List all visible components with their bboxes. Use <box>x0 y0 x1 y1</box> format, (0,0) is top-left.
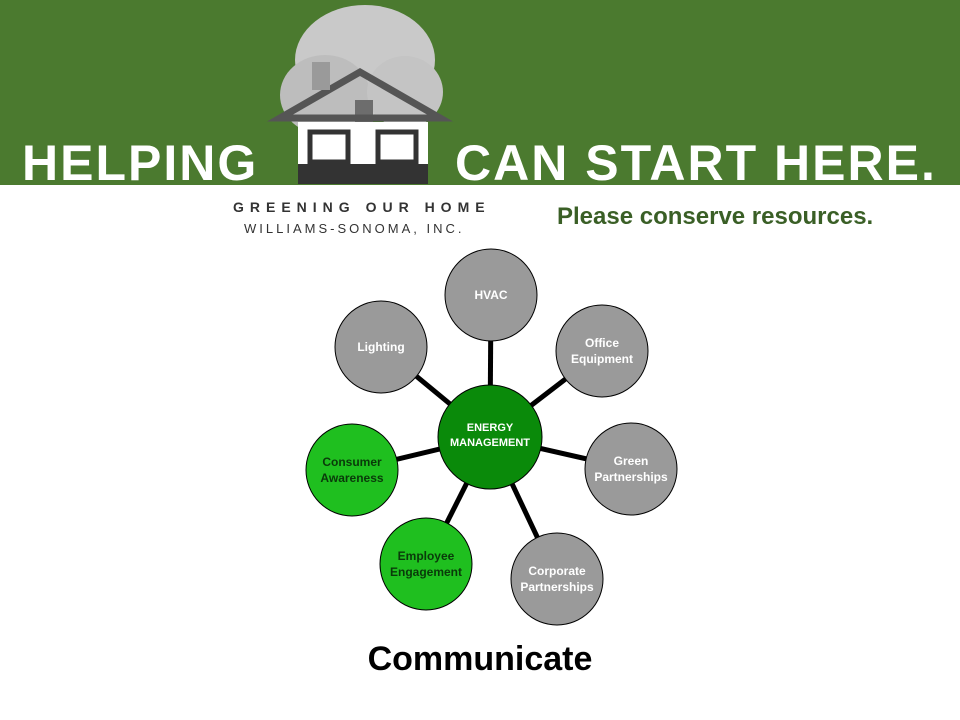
node-label-office-equipment: Equipment <box>571 352 633 366</box>
company-name: WILLIAMS-SONOMA, INC. <box>244 221 464 236</box>
center-label-line1: ENERGY <box>467 422 514 434</box>
node-label-corporate-partnerships: Corporate <box>528 564 586 578</box>
greening-our-home-banner: HELPING CAN START HERE. GREENING OUR HOM… <box>0 0 960 245</box>
node-label-employee-engagement: Engagement <box>390 565 462 579</box>
node-label-green-partnerships: Partnerships <box>594 470 668 484</box>
slide-title: Communicate <box>367 640 593 678</box>
headline-left: HELPING <box>22 135 258 191</box>
energy-management-diagram: HVACOfficeEquipmentGreenPartnershipsCorp… <box>305 248 678 626</box>
center-label-line2: MANAGEMENT <box>450 437 530 449</box>
program-name: GREENING OUR HOME <box>233 199 491 215</box>
tree-house-logo <box>266 5 454 184</box>
node-label-consumer-awareness: Consumer <box>322 455 382 469</box>
node-label-office-equipment: Office <box>585 336 619 350</box>
node-label-hvac: HVAC <box>474 288 507 302</box>
node-label-consumer-awareness: Awareness <box>320 471 383 485</box>
node-label-green-partnerships: Green <box>614 454 649 468</box>
center-node: ENERGY MANAGEMENT <box>437 384 543 490</box>
node-label-corporate-partnerships: Partnerships <box>520 580 594 594</box>
node-label-employee-engagement: Employee <box>398 549 455 563</box>
tagline: Please conserve resources. <box>557 203 873 230</box>
node-label-lighting: Lighting <box>357 340 404 354</box>
banner-green-band <box>0 0 960 185</box>
headline-right: CAN START HERE. <box>455 135 937 191</box>
node-hvac: HVAC <box>444 248 538 342</box>
node-lighting: Lighting <box>334 300 428 394</box>
